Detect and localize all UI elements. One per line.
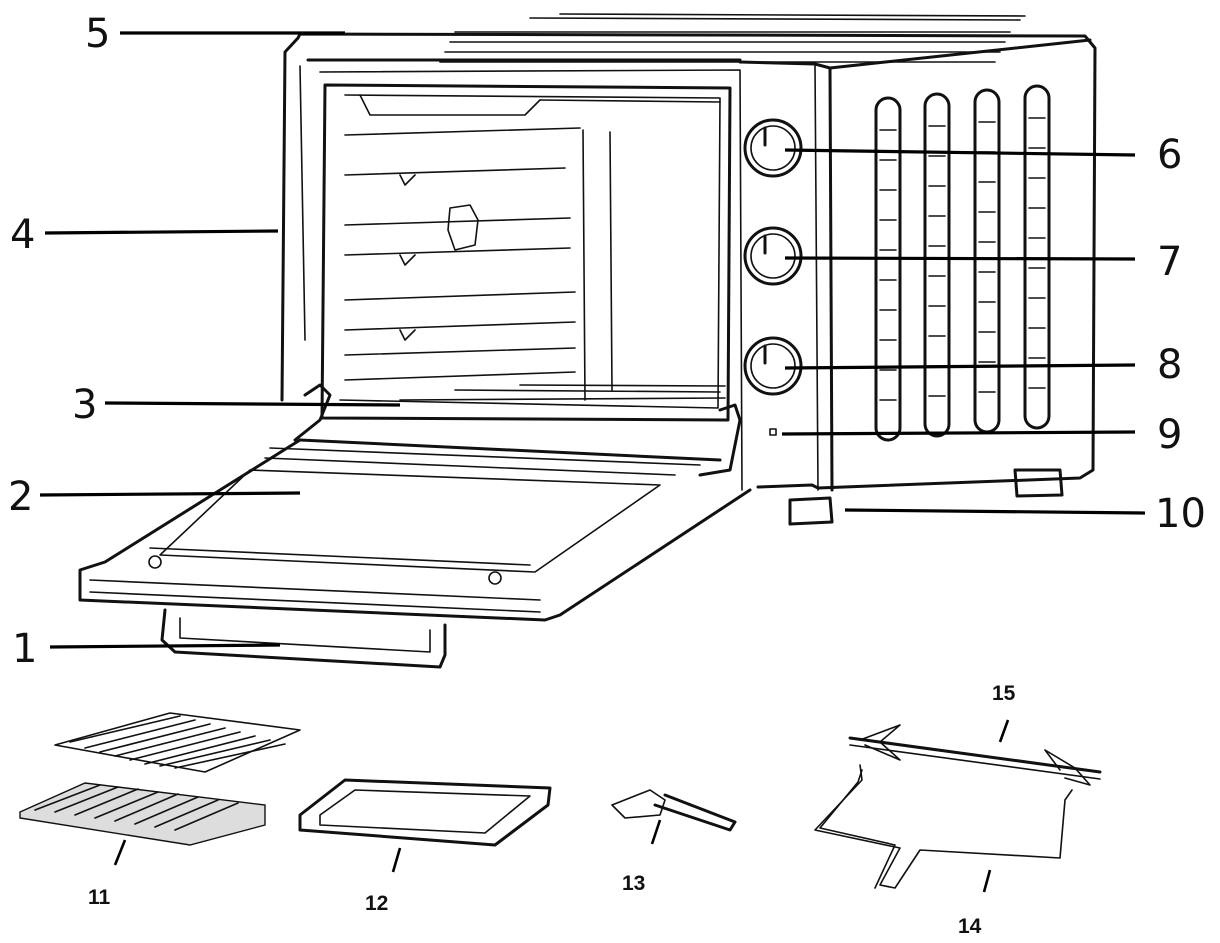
oven-body xyxy=(280,13,1097,526)
callout-6: 6 xyxy=(1157,132,1182,178)
rotisserie-lifter xyxy=(611,789,737,832)
door-handle[interactable] xyxy=(160,608,447,669)
callout-7: 7 xyxy=(1157,239,1182,285)
callout-2: 2 xyxy=(8,474,33,520)
timer-knob-icon[interactable] xyxy=(743,336,803,396)
callout-13: 13 xyxy=(622,872,645,895)
callout-1: 1 xyxy=(12,626,37,672)
callout-12: 12 xyxy=(365,892,388,915)
leader-lines xyxy=(39,31,1146,893)
rotisserie-spit xyxy=(848,724,1102,786)
callout-9: 9 xyxy=(1157,412,1182,458)
top-vents xyxy=(439,13,1026,63)
oven-foot xyxy=(788,496,834,526)
oven-door xyxy=(78,383,752,622)
temperature-knob-icon[interactable] xyxy=(743,118,803,178)
callout-11: 11 xyxy=(88,886,111,909)
callout-4: 4 xyxy=(10,212,35,258)
callout-3: 3 xyxy=(72,382,97,428)
callout-5: 5 xyxy=(85,11,110,57)
side-vent-slots xyxy=(874,84,1051,442)
front-frame xyxy=(296,32,1097,490)
callout-10: 10 xyxy=(1155,491,1206,537)
callout-15: 15 xyxy=(992,682,1016,705)
callout-8: 8 xyxy=(1157,342,1182,388)
rotisserie-fork-handle xyxy=(814,764,1073,889)
function-knob-icon[interactable] xyxy=(743,226,803,286)
wire-rack xyxy=(54,712,301,773)
oven-cavity xyxy=(320,83,732,422)
grill-rack xyxy=(19,782,266,846)
callout-14: 14 xyxy=(958,915,982,938)
callout-numbers: 5 4 3 2 1 6 7 8 9 10 11 12 13 14 15 xyxy=(8,11,1206,938)
indicator-light-icon xyxy=(769,428,777,436)
baking-tray xyxy=(298,778,552,847)
rack-rails xyxy=(344,127,581,381)
